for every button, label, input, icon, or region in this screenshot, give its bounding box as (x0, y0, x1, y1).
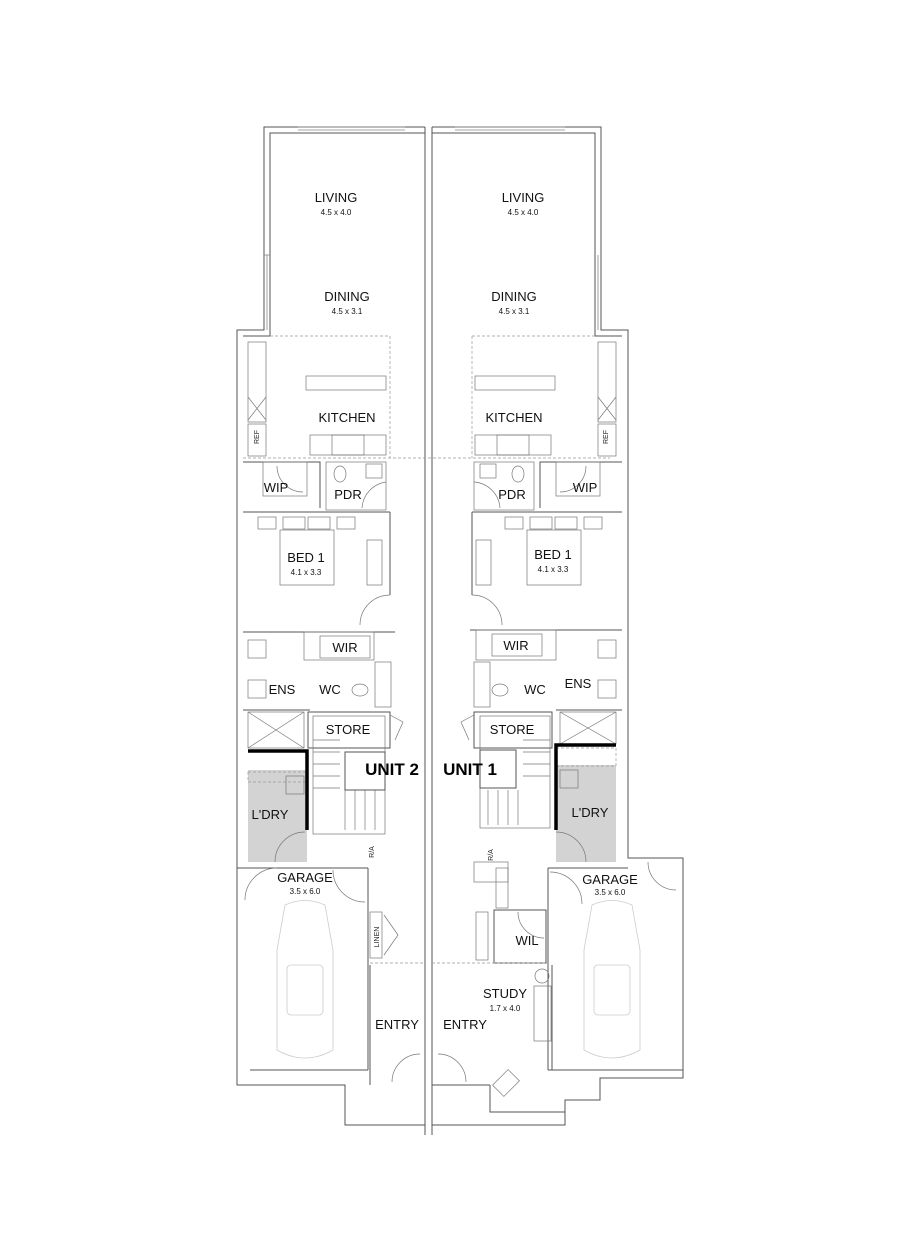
room-label-laundry: L'DRY (252, 807, 289, 822)
room-label-pdr: PDR (334, 487, 361, 502)
room-label-wip: WIP (264, 480, 289, 495)
room-label-wir: WIR (332, 640, 357, 655)
party-wall (424, 127, 433, 1135)
room-label-ens: ENS (565, 676, 592, 691)
room-label-wc: WC (319, 682, 341, 697)
room-size-bed1: 4.1 x 3.3 (538, 565, 569, 574)
unit-2-labels: LIVING 4.5 x 4.0 DINING 4.5 x 3.1 KITCHE… (252, 190, 420, 1032)
unit-label: UNIT 1 (443, 760, 497, 779)
room-size-living: 4.5 x 4.0 (508, 208, 539, 217)
room-label-kitchen: KITCHEN (318, 410, 375, 425)
room-label-kitchen: KITCHEN (485, 410, 542, 425)
unit-1-garage-study (432, 861, 683, 1113)
unit-1-walls (432, 126, 684, 1126)
room-label-dining: DINING (491, 289, 537, 304)
room-label-wc: WC (524, 682, 546, 697)
unit-2-walls (236, 126, 610, 1126)
room-label-wil: WIL (515, 933, 538, 948)
room-label-living: LIVING (315, 190, 358, 205)
room-label-store: STORE (326, 722, 371, 737)
room-size-dining: 4.5 x 3.1 (332, 307, 363, 316)
room-label-entry: ENTRY (443, 1017, 487, 1032)
laundry-floor (248, 770, 307, 862)
room-size-garage: 3.5 x 6.0 (595, 888, 626, 897)
room-label-pdr: PDR (498, 487, 525, 502)
room-label-garage: GARAGE (582, 872, 638, 887)
label-ref: REF (603, 430, 610, 444)
label-linen: LINEN (374, 927, 381, 948)
room-label-ens: ENS (269, 682, 296, 697)
unit-1-labels: LIVING 4.5 x 4.0 DINING 4.5 x 3.1 KITCHE… (443, 190, 638, 1032)
room-label-garage: GARAGE (277, 870, 333, 885)
thick-wall (248, 749, 309, 830)
room-label-living: LIVING (502, 190, 545, 205)
room-label-bed1: BED 1 (287, 550, 325, 565)
room-label-wip: WIP (573, 480, 598, 495)
room-size-bed1: 4.1 x 3.3 (291, 568, 322, 577)
label-ref: REF (254, 430, 261, 444)
unit-2-garage (237, 867, 425, 1085)
room-size-study: 1.7 x 4.0 (490, 1004, 521, 1013)
room-size-dining: 4.5 x 3.1 (499, 307, 530, 316)
room-label-entry: ENTRY (375, 1017, 419, 1032)
room-label-bed1: BED 1 (534, 547, 572, 562)
room-size-garage: 3.5 x 6.0 (290, 887, 321, 896)
room-label-laundry: L'DRY (572, 805, 609, 820)
room-label-store: STORE (490, 722, 535, 737)
room-label-study: STUDY (483, 986, 527, 1001)
laundry-floor (556, 765, 616, 862)
unit-label: UNIT 2 (365, 760, 419, 779)
label-ra: R/A (369, 846, 376, 858)
thick-wall (554, 743, 616, 830)
label-ra: R/A (488, 849, 495, 861)
room-label-dining: DINING (324, 289, 370, 304)
room-size-living: 4.5 x 4.0 (321, 208, 352, 217)
room-label-wir: WIR (503, 638, 528, 653)
